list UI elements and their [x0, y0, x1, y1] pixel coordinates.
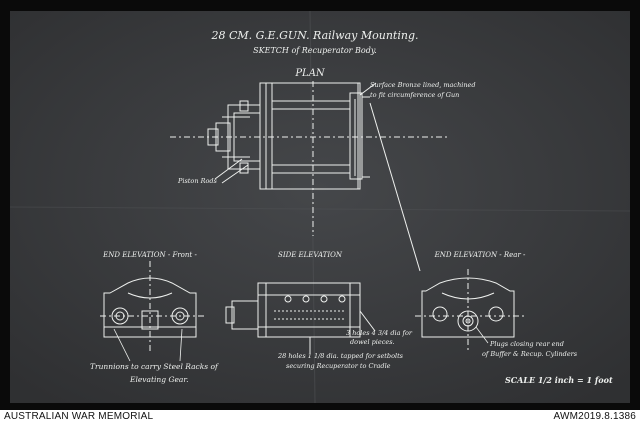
drawing-title: 28 CM. G.E.GUN. Railway Mounting. [211, 29, 419, 42]
end-front-label: END ELEVATION - Front - [102, 251, 197, 259]
trunnions-line2: Elevating Gear. [129, 375, 189, 384]
end-rear-label: END ELEVATION - Rear - [434, 251, 526, 259]
paper-background [10, 11, 630, 403]
holes-dowel-line1: 3 holes 4 3/4 dia for [346, 329, 413, 337]
plan-label: PLAN [294, 68, 326, 79]
plugs-line2: of Buffer & Recup. Cylinders [482, 350, 578, 358]
plan-note-line1: Surface Bronze lined, machined [370, 81, 476, 89]
plan-view [170, 81, 450, 272]
piston-rods-label: Piston Rods [177, 177, 218, 185]
footer-accession-number: AWM2019.8.1386 [553, 411, 636, 422]
trunnions-leader [113, 328, 131, 362]
scale-label: SCALE 1/2 inch = 1 foot [505, 375, 613, 385]
holes-setbolts-line2: securing Recuperator to Cradle [286, 362, 391, 370]
end-elevation-rear [415, 269, 525, 351]
photo-frame: 28 CM. G.E.GUN. Railway Mounting. SKETCH… [0, 0, 640, 410]
fold-crease [10, 206, 630, 212]
footer-credit: AUSTRALIAN WAR MEMORIAL [4, 411, 154, 422]
side-elevation [225, 282, 376, 353]
plugs-line1: Plugs closing rear end [489, 340, 564, 348]
end-elevation-front [100, 261, 205, 351]
holes-dowel-line2: dowel pieces. [350, 338, 395, 346]
plugs-leader [475, 326, 489, 344]
blueprint-sheet: 28 CM. G.E.GUN. Railway Mounting. SKETCH… [10, 11, 630, 403]
drawing-subtitle: SKETCH of Recuperator Body. [253, 46, 377, 55]
plan-note-line2: to fit circumference of Gun [370, 91, 459, 99]
holes-setbolts-line1: 28 holes 1 1/8 dia. tapped for setbolts [277, 352, 404, 360]
side-elevation-label: SIDE ELEVATION [278, 251, 343, 259]
trunnions-line1: Trunnions to carry Steel Racks of [90, 362, 219, 371]
trunnions-leader [179, 328, 183, 362]
